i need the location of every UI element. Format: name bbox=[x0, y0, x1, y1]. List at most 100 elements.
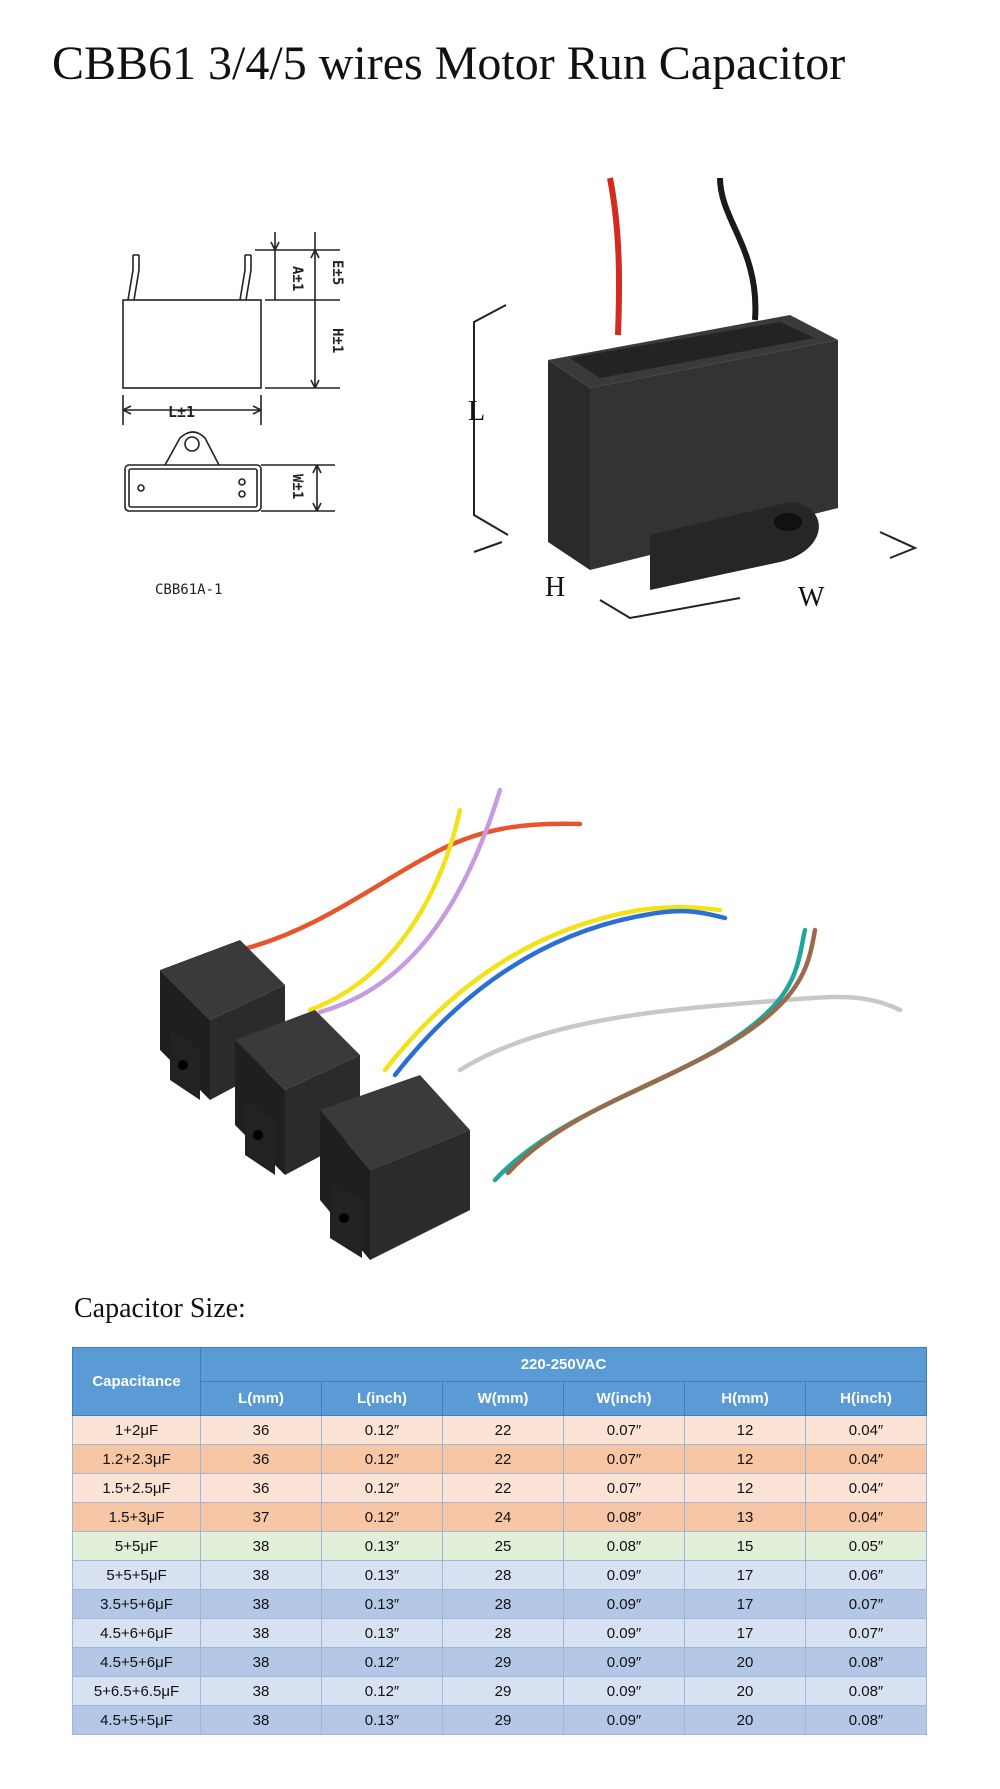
capacitance-cell: 1.2+2.3μF bbox=[72, 1444, 201, 1474]
h-tolerance-label: H±1 bbox=[329, 328, 345, 353]
table-cell: 0.13″ bbox=[321, 1560, 443, 1590]
table-cell: 22 bbox=[442, 1473, 564, 1503]
capacitor-dimension-drawing: L±1 A±1 E±5 H±1 W±1 bbox=[122, 232, 345, 512]
capacitance-cell: 1.5+3μF bbox=[72, 1502, 201, 1532]
table-cell: 17 bbox=[684, 1618, 806, 1648]
table-cell: 0.08″ bbox=[563, 1502, 685, 1532]
drawing-model-label: CBB61A-1 bbox=[155, 582, 223, 598]
table-cell: 0.08″ bbox=[563, 1531, 685, 1561]
table-cell: 0.09″ bbox=[563, 1560, 685, 1590]
voltage-header: 220-250VAC bbox=[200, 1347, 927, 1382]
table-cell: 0.09″ bbox=[563, 1647, 685, 1677]
table-cell: 17 bbox=[684, 1589, 806, 1619]
table-cell: 28 bbox=[442, 1618, 564, 1648]
table-cell: 12 bbox=[684, 1473, 806, 1503]
table-cell: 28 bbox=[442, 1589, 564, 1619]
table-cell: 17 bbox=[684, 1560, 806, 1590]
table-cell: 12 bbox=[684, 1415, 806, 1445]
w-tolerance-label: W±1 bbox=[289, 474, 305, 499]
table-cell: 38 bbox=[200, 1589, 322, 1619]
column-header: W(inch) bbox=[563, 1381, 685, 1416]
table-cell: 0.05″ bbox=[805, 1531, 927, 1561]
capacitor-size-title: Capacitor Size: bbox=[74, 1293, 246, 1324]
capacitance-cell: 5+5+5μF bbox=[72, 1560, 201, 1590]
table-cell: 0.12″ bbox=[321, 1444, 443, 1474]
table-cell: 0.08″ bbox=[805, 1705, 927, 1735]
table-cell: 15 bbox=[684, 1531, 806, 1561]
table-cell: 38 bbox=[200, 1647, 322, 1677]
table-cell: 0.13″ bbox=[321, 1618, 443, 1648]
table-cell: 0.04″ bbox=[805, 1473, 927, 1503]
page-title: CBB61 3/4/5 wires Motor Run Capacitor bbox=[52, 37, 846, 90]
table-cell: 0.07″ bbox=[805, 1618, 927, 1648]
table-cell: 0.06″ bbox=[805, 1560, 927, 1590]
table-cell: 0.07″ bbox=[563, 1473, 685, 1503]
photo-w-label: W bbox=[798, 582, 825, 613]
table-cell: 28 bbox=[442, 1560, 564, 1590]
capacitance-cell: 4.5+5+5μF bbox=[72, 1705, 201, 1735]
table-cell: 20 bbox=[684, 1647, 806, 1677]
capacitance-cell: 3.5+5+6μF bbox=[72, 1589, 201, 1619]
table-cell: 37 bbox=[200, 1502, 322, 1532]
table-cell: 0.07″ bbox=[563, 1415, 685, 1445]
table-cell: 0.12″ bbox=[321, 1676, 443, 1706]
table-cell: 0.09″ bbox=[563, 1589, 685, 1619]
table-cell: 0.09″ bbox=[563, 1676, 685, 1706]
capacitor-photo: L H W bbox=[468, 177, 918, 620]
capacitance-cell: 4.5+6+6μF bbox=[72, 1618, 201, 1648]
table-cell: 36 bbox=[200, 1444, 322, 1474]
a-tolerance-label: A±1 bbox=[289, 266, 305, 291]
table-cell: 22 bbox=[442, 1415, 564, 1445]
photo-l-label: L bbox=[468, 396, 485, 427]
table-cell: 0.12″ bbox=[321, 1473, 443, 1503]
table-cell: 38 bbox=[200, 1531, 322, 1561]
table-cell: 0.09″ bbox=[563, 1705, 685, 1735]
table-cell: 0.07″ bbox=[805, 1589, 927, 1619]
capacitance-header: Capacitance bbox=[72, 1347, 201, 1416]
table-cell: 0.08″ bbox=[805, 1676, 927, 1706]
table-cell: 0.13″ bbox=[321, 1705, 443, 1735]
table-cell: 20 bbox=[684, 1676, 806, 1706]
table-cell: 0.04″ bbox=[805, 1444, 927, 1474]
table-cell: 0.13″ bbox=[321, 1589, 443, 1619]
capacitance-cell: 5+5μF bbox=[72, 1531, 201, 1561]
table-cell: 29 bbox=[442, 1647, 564, 1677]
table-cell: 36 bbox=[200, 1473, 322, 1503]
table-cell: 22 bbox=[442, 1444, 564, 1474]
table-cell: 38 bbox=[200, 1676, 322, 1706]
column-header: H(inch) bbox=[805, 1381, 927, 1416]
table-cell: 12 bbox=[684, 1444, 806, 1474]
capacitor-size-table: Capacitance 220-250VAC L(mm) L(inch) W(m… bbox=[72, 1347, 927, 1735]
capacitance-cell: 1+2μF bbox=[72, 1415, 201, 1445]
table-cell: 13 bbox=[684, 1502, 806, 1532]
l-tolerance-label: L±1 bbox=[168, 403, 195, 421]
table-cell: 38 bbox=[200, 1705, 322, 1735]
capacitance-cell: 1.5+2.5μF bbox=[72, 1473, 201, 1503]
table-cell: 0.08″ bbox=[805, 1647, 927, 1677]
e-tolerance-label: E±5 bbox=[329, 260, 345, 285]
photo-h-label: H bbox=[545, 572, 565, 603]
table-cell: 29 bbox=[442, 1676, 564, 1706]
table-cell: 0.12″ bbox=[321, 1502, 443, 1532]
table-cell: 0.04″ bbox=[805, 1502, 927, 1532]
table-cell: 0.04″ bbox=[805, 1415, 927, 1445]
column-header: H(mm) bbox=[684, 1381, 806, 1416]
table-cell: 36 bbox=[200, 1415, 322, 1445]
capacitance-cell: 4.5+5+6μF bbox=[72, 1647, 201, 1677]
table-cell: 20 bbox=[684, 1705, 806, 1735]
table-cell: 29 bbox=[442, 1705, 564, 1735]
table-cell: 38 bbox=[200, 1618, 322, 1648]
table-cell: 0.09″ bbox=[563, 1618, 685, 1648]
